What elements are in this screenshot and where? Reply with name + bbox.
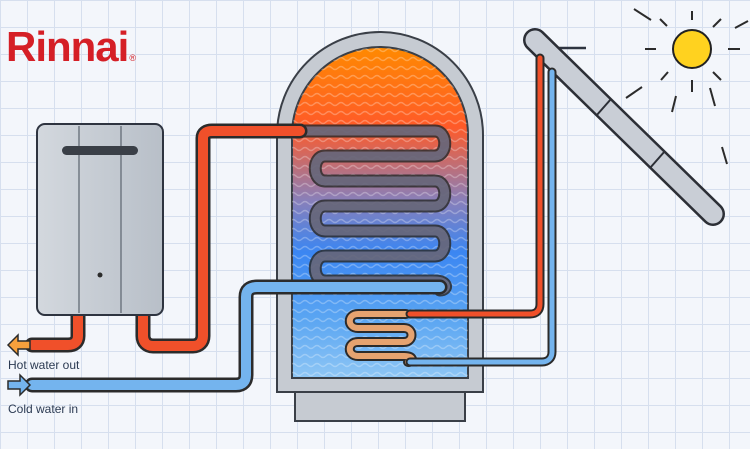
cold-water-pipe <box>24 67 557 393</box>
water-wave-line <box>292 110 468 116</box>
tankless-water-heater <box>36 123 164 316</box>
panel-divider <box>649 150 666 169</box>
water-wave-line <box>292 74 468 80</box>
brand-name: Rinnai <box>6 23 129 70</box>
water-wave-line <box>292 119 468 125</box>
rinnai-logo: Rinnai® <box>6 23 136 70</box>
panel-divider <box>595 98 612 117</box>
water-wave-line <box>292 371 468 377</box>
heater-body <box>36 123 164 316</box>
heater-display-slot <box>62 146 138 155</box>
hot-water-out-label: Hot water out <box>8 358 80 372</box>
water-wave-line <box>292 317 468 323</box>
arrow-right-icon <box>7 373 32 397</box>
water-wave-line <box>292 299 468 305</box>
arrow-left-icon <box>6 333 31 357</box>
water-wave-line <box>292 92 468 98</box>
cold-water-in-label: Cold water in <box>8 402 79 416</box>
hot-water-pipe <box>24 53 545 354</box>
heater-indicator-light <box>97 272 103 278</box>
sun-icon <box>625 8 749 165</box>
lower-solar-coil <box>344 309 418 367</box>
water-wave-line <box>292 101 468 107</box>
water-wave-line <box>292 83 468 89</box>
tank-base <box>294 387 466 422</box>
registered-mark: ® <box>129 53 136 63</box>
solar-collector-panel <box>523 28 725 226</box>
